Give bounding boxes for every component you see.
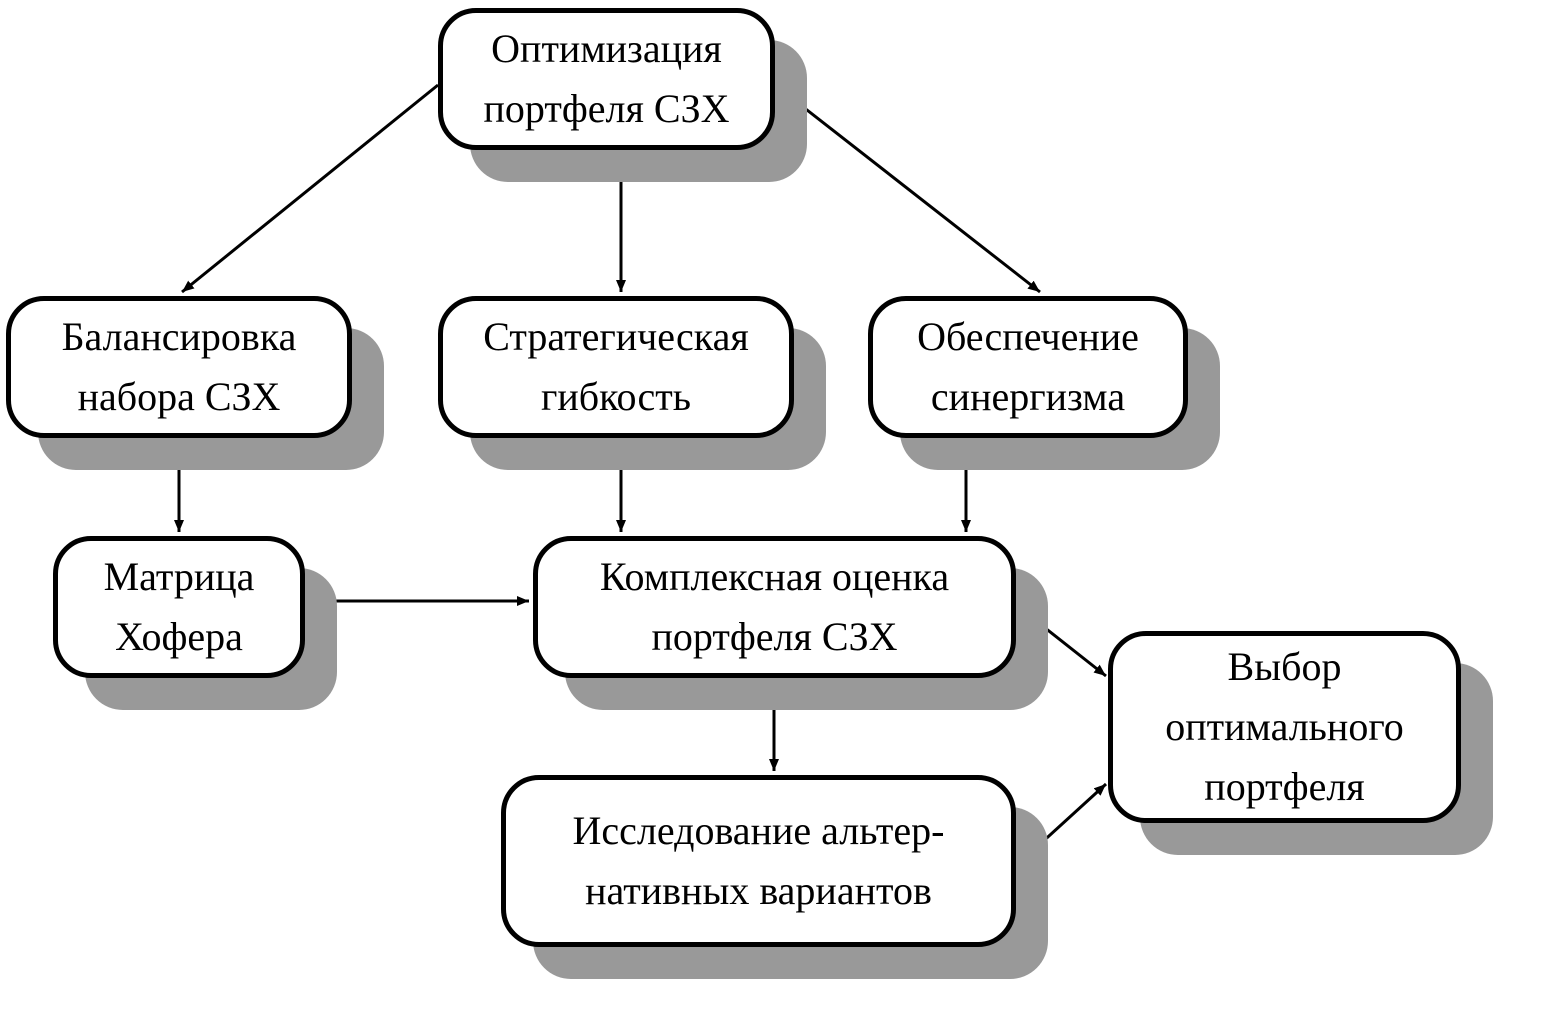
node-text-line: портфеля СЗХ <box>651 614 898 659</box>
node-text-line: Оптимизация <box>491 26 722 71</box>
node-text-line: портфеля <box>1204 764 1365 809</box>
node-text-line: Стратегическая <box>483 314 749 359</box>
node-portfolio-optimization: Оптимизация портфеля СЗХ <box>438 8 775 150</box>
node-optimal-portfolio-choice: Выбор оптимального портфеля <box>1108 631 1461 823</box>
node-text-line: Выбор <box>1227 644 1342 689</box>
node-text-line: оптимального <box>1165 704 1404 749</box>
node-text-line: Матрица <box>103 554 255 599</box>
node-text-line: синергизма <box>930 374 1126 419</box>
node-alternatives-research: Исследование альтер- нативных вариантов <box>501 775 1016 947</box>
node-text-line: портфеля СЗХ <box>483 86 730 131</box>
arrow-opt-to-syn <box>774 83 1041 294</box>
node-text-line: гибкость <box>540 374 692 419</box>
node-synergy: Обеспечение синергизма <box>868 296 1188 438</box>
node-strategic-flexibility: Стратегическая гибкость <box>438 296 794 438</box>
node-text-line: Комплексная оценка <box>599 554 950 599</box>
node-sbu-balancing: Балансировка набора СЗХ <box>6 296 352 438</box>
node-hofer-matrix: Матрица Хофера <box>53 536 305 678</box>
node-text-line: Балансировка <box>61 314 297 359</box>
node-text-line: нативных вариантов <box>585 868 932 913</box>
node-complex-assessment: Комплексная оценка портфеля СЗХ <box>533 536 1016 678</box>
node-text-line: Хофера <box>115 614 243 659</box>
node-text-line: набора СЗХ <box>77 374 281 419</box>
node-text-line: Исследование альтер- <box>572 808 945 853</box>
arrow-opt-to-bal <box>181 83 439 294</box>
node-text-line: Обеспечение <box>917 314 1139 359</box>
